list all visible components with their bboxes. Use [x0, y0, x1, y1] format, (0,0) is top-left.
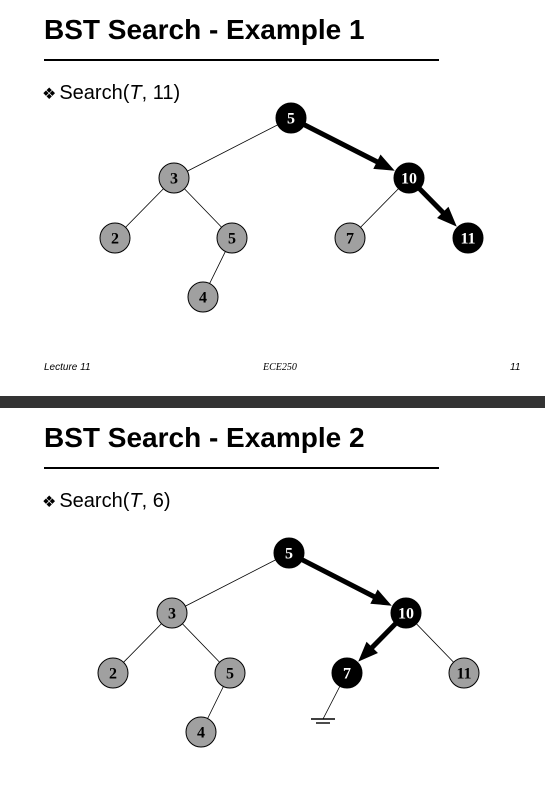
node-circle	[187, 281, 219, 313]
node-circle	[99, 222, 131, 254]
node-label: 7	[346, 231, 354, 248]
node-circle	[448, 657, 480, 689]
bullet-text-suffix: , 6)	[141, 490, 171, 512]
tree-node-5: 5	[273, 537, 305, 569]
title-underline	[44, 59, 439, 61]
search-path-arrow	[416, 185, 457, 227]
bullet-text-prefix: Search(	[59, 82, 130, 104]
null-child-ground-icon	[311, 685, 341, 724]
node-label: 3	[168, 606, 176, 623]
tree-node-7: 7	[334, 222, 366, 254]
node-label: 11	[460, 231, 475, 248]
tree-node-4: 4	[185, 716, 217, 748]
search-path-arrow	[358, 620, 399, 662]
tree-node-7: 7	[331, 657, 363, 689]
slide-example-2: BST Search - Example 2 ❖Search(T, 6) 5 3 1…	[0, 408, 545, 797]
bullet-tree-var: T	[129, 82, 142, 104]
title-underline	[44, 467, 439, 469]
bullet-tree-var: T	[129, 490, 142, 512]
node-label: 5	[228, 231, 236, 248]
node-label: 2	[111, 231, 119, 248]
node-circle	[393, 162, 425, 194]
node-label: 4	[197, 725, 205, 742]
slide-title: BST Search - Example 2	[44, 422, 365, 453]
tree-node-5: 5	[214, 657, 246, 689]
node-label: 10	[398, 606, 414, 623]
node-circle	[273, 537, 305, 569]
node-circle	[334, 222, 366, 254]
tree-node-5: 5	[275, 102, 307, 134]
node-label: 7	[343, 666, 351, 683]
tree-node-3: 3	[158, 162, 190, 194]
footer-page-number: 11	[510, 362, 521, 373]
node-circle	[185, 716, 217, 748]
node-circle	[97, 657, 129, 689]
diamond-bullet-icon: ❖	[42, 494, 57, 511]
bullet-text-suffix: , 11)	[141, 82, 181, 104]
node-circle	[331, 657, 363, 689]
node-label: 11	[456, 666, 471, 683]
tree-node-11: 11	[452, 222, 484, 254]
node-label: 5	[285, 546, 293, 563]
node-circle	[275, 102, 307, 134]
footer-lecture: Lecture 11	[44, 362, 91, 373]
tree-edge	[171, 552, 290, 614]
search-path-arrow	[301, 121, 395, 171]
node-circle	[216, 222, 248, 254]
bullet-text-prefix: Search(	[59, 490, 130, 512]
node-label: 2	[109, 666, 117, 683]
footer-course: ECE250	[263, 362, 297, 373]
tree-node-3: 3	[156, 597, 188, 629]
node-circle	[390, 597, 422, 629]
node-circle	[214, 657, 246, 689]
tree-node-4: 4	[187, 281, 219, 313]
tree-node-10: 10	[390, 597, 422, 629]
tree-node-11: 11	[448, 657, 480, 689]
node-circle	[452, 222, 484, 254]
node-label: 10	[401, 171, 417, 188]
node-circle	[158, 162, 190, 194]
tree-node-2: 2	[99, 222, 131, 254]
slide-title: BST Search - Example 1	[44, 14, 365, 45]
slide-separator	[0, 396, 545, 408]
tree-node-10: 10	[393, 162, 425, 194]
node-circle	[156, 597, 188, 629]
slide-example-1: BST Search - Example 1 ❖Search(T, 11) 5 3…	[0, 0, 545, 396]
bst-diagram: 5 3 10 2 5 7 11 4	[97, 537, 480, 748]
node-label: 3	[170, 171, 178, 188]
search-path-arrow	[299, 556, 392, 606]
bst-diagram: 5 3 10 2 5 7 11 4	[99, 102, 484, 313]
tree-edge	[173, 117, 292, 179]
diamond-bullet-icon: ❖	[42, 86, 57, 103]
tree-node-5: 5	[216, 222, 248, 254]
node-label: 5	[226, 666, 234, 683]
bullet-search-call: ❖Search(T, 11)	[42, 82, 180, 105]
bullet-search-call: ❖Search(T, 6)	[42, 490, 171, 513]
node-label: 4	[199, 290, 207, 307]
node-label: 5	[287, 111, 295, 128]
tree-node-2: 2	[97, 657, 129, 689]
